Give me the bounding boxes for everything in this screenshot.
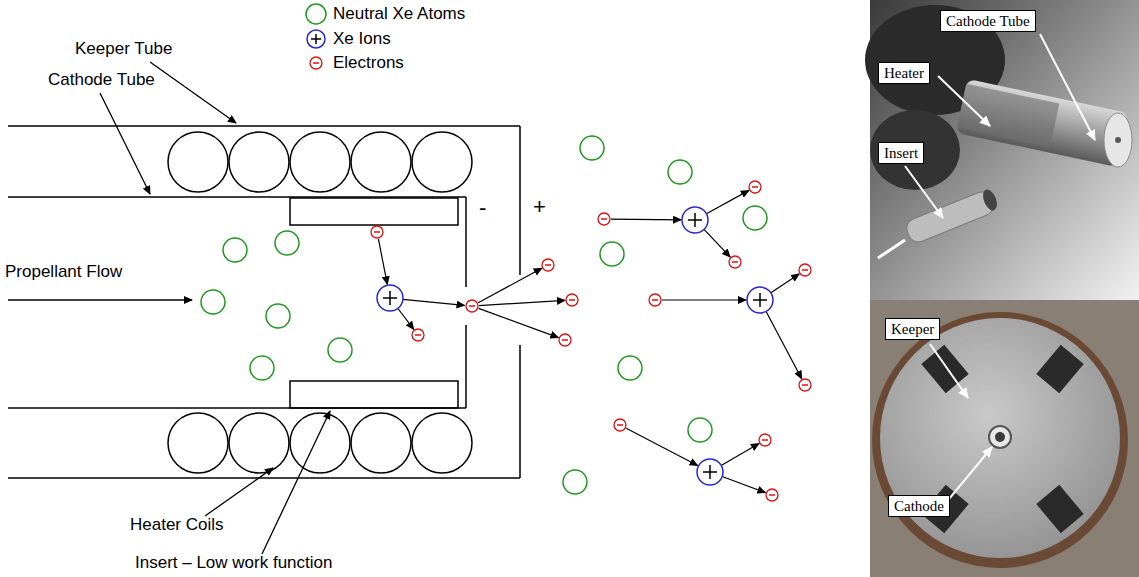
polarity-sign: + [533, 196, 546, 218]
polarity-sign: - [479, 197, 486, 219]
flow-label: Propellant Flow [5, 262, 122, 282]
part-label: Heater Coils [130, 515, 224, 535]
photo-label-box: Cathode Tube [940, 10, 1036, 32]
photo-label-box: Insert [878, 142, 924, 164]
legend-text: Neutral Xe Atoms [333, 4, 465, 24]
keeper-photo [870, 300, 1139, 577]
photo-label-text: Cathode Tube [946, 13, 1030, 29]
legend-text: Xe Ions [333, 29, 391, 49]
photo-label-text: Insert [884, 145, 918, 161]
cathode-photo [865, 0, 1139, 300]
part-label: Cathode Tube [48, 70, 155, 90]
photo-label-box: Heater [878, 62, 930, 84]
photo-label-text: Heater [884, 65, 924, 81]
legend-text: Electrons [333, 53, 404, 73]
photo-label-box: Keeper [885, 318, 940, 340]
photo-label-text: Cathode [894, 498, 944, 514]
photo-label-box: Cathode [888, 495, 950, 517]
part-label: Insert – Low work function [135, 553, 332, 573]
photo-label-text: Keeper [891, 321, 934, 337]
part-label: Keeper Tube [75, 39, 172, 59]
